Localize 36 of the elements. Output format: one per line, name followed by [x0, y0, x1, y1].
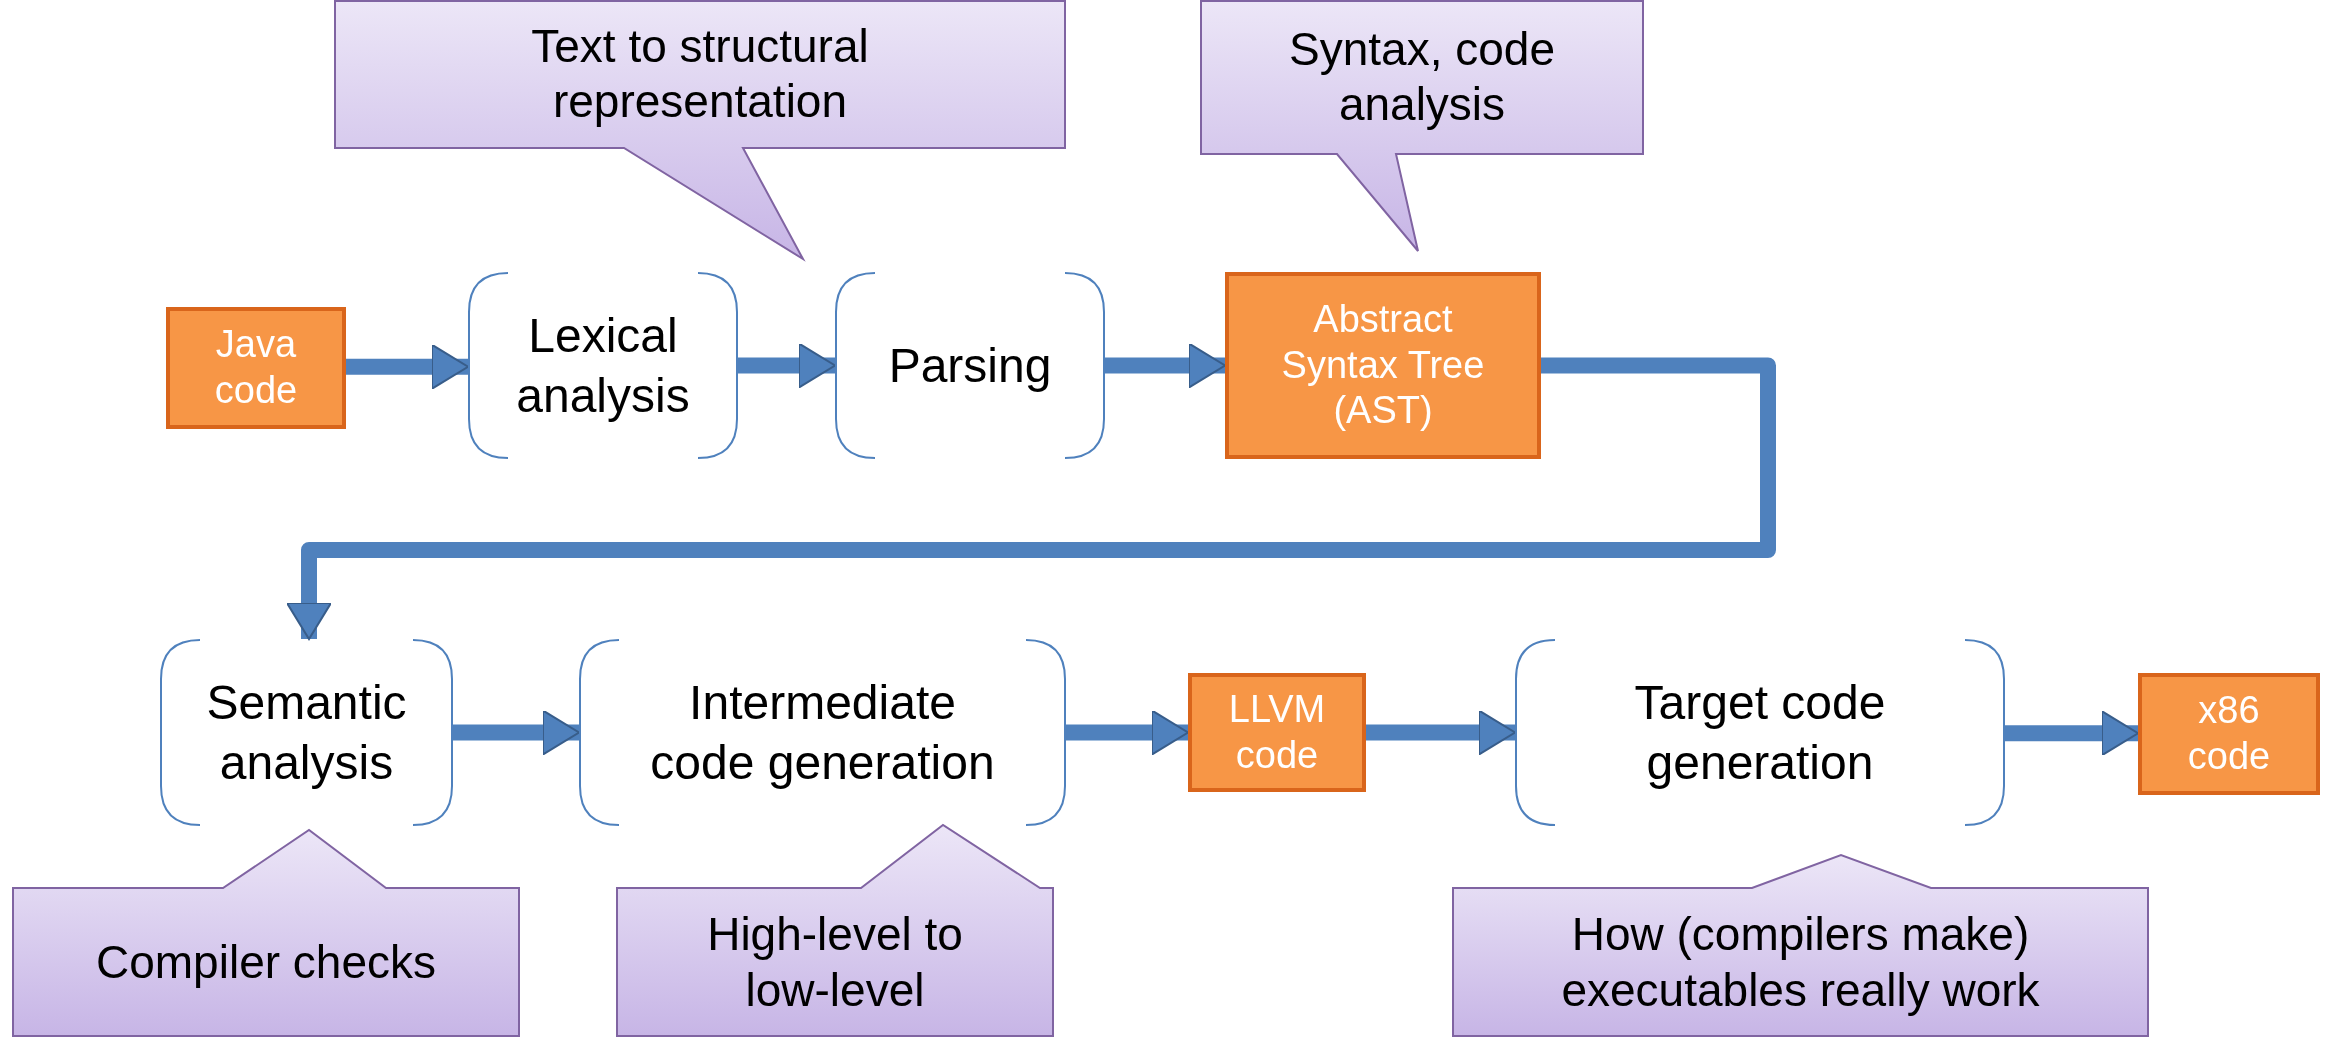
- arrow: [1366, 709, 1516, 756]
- process-step: [160, 639, 453, 826]
- process-step: [835, 272, 1105, 459]
- node-label: Text to structural representation: [530, 18, 870, 129]
- node-label: Target code generation: [1633, 674, 1887, 791]
- process-box: [1188, 673, 1366, 792]
- process-box: [1225, 272, 1541, 459]
- node-label: Lexical analysis: [515, 307, 691, 424]
- arrow: [346, 343, 469, 390]
- node-label: How (compilers make) executables really work: [1560, 907, 2041, 1018]
- node-label: x86 code: [2186, 688, 2272, 779]
- callout-bubble: [616, 824, 1054, 1037]
- arrow: [286, 357, 1776, 640]
- process-box: [166, 307, 346, 429]
- callout-bubble: [12, 829, 520, 1037]
- arrow: [2005, 710, 2139, 757]
- node-label: Syntax, code analysis: [1288, 21, 1556, 132]
- process-box: [2138, 673, 2320, 795]
- node-label: Parsing: [888, 337, 1052, 394]
- node-label: Semantic analysis: [205, 674, 408, 791]
- node-label: Abstract Syntax Tree (AST): [1280, 297, 1486, 434]
- process-step: [468, 272, 738, 459]
- node-label: High-level to low-level: [706, 907, 964, 1018]
- arrow: [738, 342, 836, 389]
- node-label: Intermediate code generation: [649, 674, 996, 791]
- arrow: [453, 709, 580, 756]
- callout-bubble: [1452, 854, 2149, 1037]
- arrow: [1105, 342, 1226, 389]
- arrow: [1066, 709, 1189, 756]
- callout-bubble: [334, 0, 1066, 260]
- node-label: LLVM code: [1227, 686, 1327, 778]
- node-label: Java code: [213, 322, 299, 413]
- node-label: Compiler checks: [96, 934, 436, 990]
- callout-bubble: [1200, 0, 1644, 252]
- process-step: [1515, 639, 2005, 826]
- process-step: [579, 639, 1066, 826]
